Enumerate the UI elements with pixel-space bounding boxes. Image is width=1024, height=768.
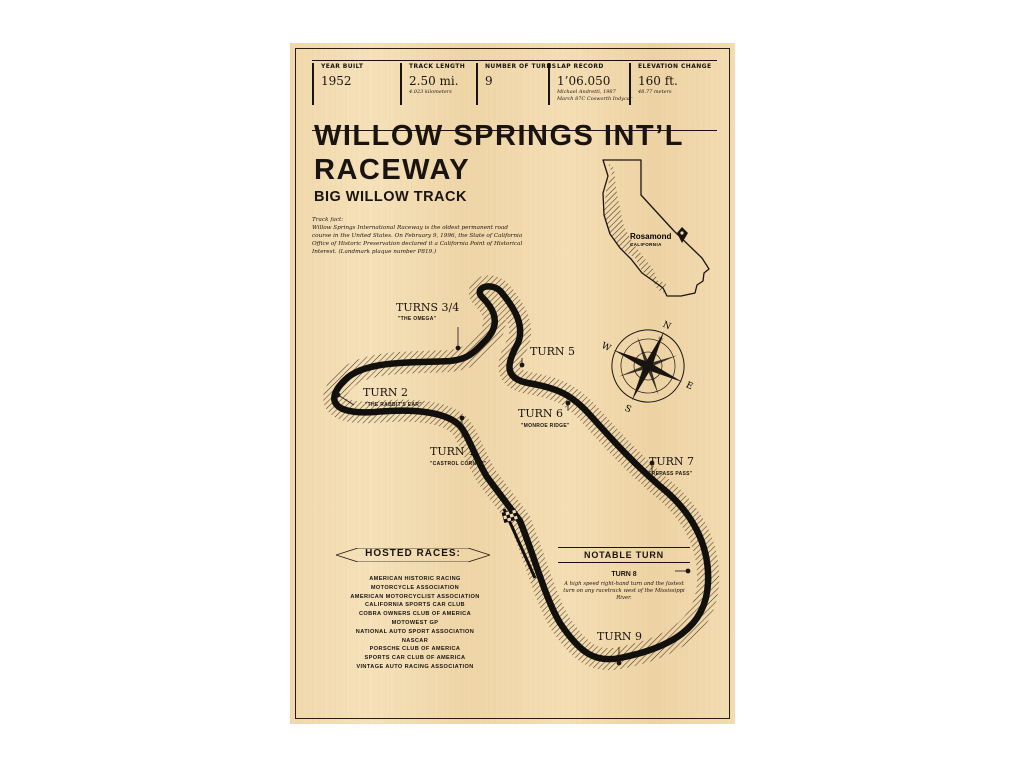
- poster: YEAR BUILT 1952 TRACK LENGTH 2.50 mi. 4.…: [290, 43, 735, 724]
- turn-label: TURN 5: [530, 345, 576, 358]
- compass-n: N: [661, 320, 672, 332]
- poster-artwork: Rosamond CALIFORNIA N E S W NE: [323, 159, 720, 671]
- list-item: PORSCHE CLUB OF AMERICA: [369, 646, 461, 653]
- list-item: NATIONAL AUTO SPORT ASSOCIATION: [355, 628, 475, 635]
- poster-border: [295, 48, 730, 719]
- list-item: AMERICAN MOTORCYCLIST ASSOCIATION: [350, 593, 480, 600]
- list-item: VINTAGE AUTO RACING ASSOCIATION: [356, 663, 474, 670]
- stat-year-built: YEAR BUILT 1952: [312, 63, 363, 105]
- title-line-1: WILLOW SPRINGS INT’L: [314, 120, 684, 152]
- page-title: WILLOW SPRINGS INT’L RACEWAY: [314, 119, 684, 187]
- notable-turn-heading: NOTABLE TURN: [584, 550, 664, 560]
- bottom-rule: [312, 130, 717, 131]
- turn-label: TURN 1: [430, 445, 476, 458]
- turn-label: TURNS 3/4: [396, 301, 460, 314]
- stat-subtext: Michael Andretti, 1987: [557, 89, 616, 95]
- title-line-2: RACEWAY: [314, 154, 471, 186]
- track-subtitle: BIG WILLOW TRACK: [314, 189, 467, 205]
- stat-label: YEAR BUILT: [321, 63, 364, 70]
- compass-e: E: [684, 380, 694, 392]
- turn-nickname: "THE RABBIT'S EAR": [365, 402, 422, 408]
- stat-value: 1952: [321, 74, 352, 88]
- turn-nickname: "REPASS PASS": [649, 471, 693, 477]
- stat-label: TRACK LENGTH: [409, 63, 466, 70]
- list-item: CALIFORNIA SPORTS CAR CLUB: [364, 602, 465, 609]
- stats-header: YEAR BUILT 1952 TRACK LENGTH 2.50 mi. 4.…: [312, 60, 717, 131]
- stat-value: 160 ft.: [638, 74, 678, 88]
- track-fact-text: Willow Springs International Raceway is …: [312, 225, 523, 255]
- compass-s: S: [623, 404, 633, 416]
- turn-nickname: "MONROE RIDGE": [521, 423, 570, 429]
- compass-w: W: [600, 341, 613, 354]
- race-track: [331, 283, 712, 663]
- location-pin-icon: [677, 227, 688, 243]
- stat-value: 2.50 mi.: [409, 74, 459, 88]
- stat-subtext: 4.023 kilometers: [409, 89, 452, 95]
- location-state: CALIFORNIA: [630, 242, 662, 247]
- list-item: AMERICAN HISTORIC RACING: [369, 576, 461, 582]
- compass-rose-icon: N E S W NE: [600, 320, 695, 416]
- notable-turn-name: TURN 8: [611, 571, 637, 578]
- compass-ne: NE: [658, 336, 665, 342]
- track-fact-label: Track fact:: [312, 217, 344, 223]
- track-fact: Track fact: Willow Springs International…: [312, 216, 527, 256]
- stat-track-length: TRACK LENGTH 2.50 mi. 4.023 kilometers: [400, 63, 465, 105]
- stat-subtext: 48.77 meters: [638, 89, 672, 95]
- stat-label: LAP RECORD: [557, 63, 604, 70]
- stat-elevation-change: ELEVATION CHANGE 160 ft. 48.77 meters: [629, 63, 711, 105]
- notable-turn: NOTABLE TURN TURN 8 A high speed right-h…: [558, 547, 690, 602]
- location-city: Rosamond: [630, 232, 671, 241]
- hosted-races-heading: HOSTED RACES:: [336, 548, 490, 562]
- checkered-flag-icon: [501, 509, 519, 524]
- hosted-races-list: AMERICAN HISTORIC RACING MOTORCYCLE ASSO…: [320, 575, 510, 672]
- top-rule: [312, 60, 717, 61]
- stat-value: 1’06.050: [557, 74, 611, 88]
- turn-label: TURN 7: [649, 455, 695, 468]
- list-item: SPORTS CAR CLUB OF AMERICA: [364, 655, 466, 662]
- list-item: NASCAR: [401, 637, 429, 644]
- turn-label: TURN 2: [363, 386, 409, 399]
- hosted-races-title: HOSTED RACES:: [365, 548, 461, 559]
- california-map-icon: [602, 159, 710, 297]
- stat-subtext-2: March 87C Cosworth Indycar: [557, 96, 633, 102]
- stat-lap-record: LAP RECORD 1’06.050 Michael Andretti, 19…: [548, 63, 632, 105]
- stat-number-of-turns: NUMBER OF TURNS 9: [476, 63, 556, 105]
- list-item: MOTORCYCLE ASSOCIATION: [370, 584, 460, 591]
- stat-value: 9: [485, 74, 493, 88]
- list-item: MOTOWEST GP: [391, 619, 439, 626]
- list-item: COBRA OWNERS CLUB OF AMERICA: [358, 611, 472, 618]
- turn-label: TURN 6: [518, 407, 564, 420]
- stat-label: ELEVATION CHANGE: [638, 63, 712, 70]
- turn-nickname: "CASTROL CORNER": [430, 461, 487, 467]
- turn-label: TURN 9: [597, 630, 643, 643]
- stat-label: NUMBER OF TURNS: [485, 63, 557, 70]
- notable-turn-description: A high speed right-hand turn and the fas…: [563, 581, 685, 601]
- turn-nickname: "THE OMEGA": [398, 316, 437, 322]
